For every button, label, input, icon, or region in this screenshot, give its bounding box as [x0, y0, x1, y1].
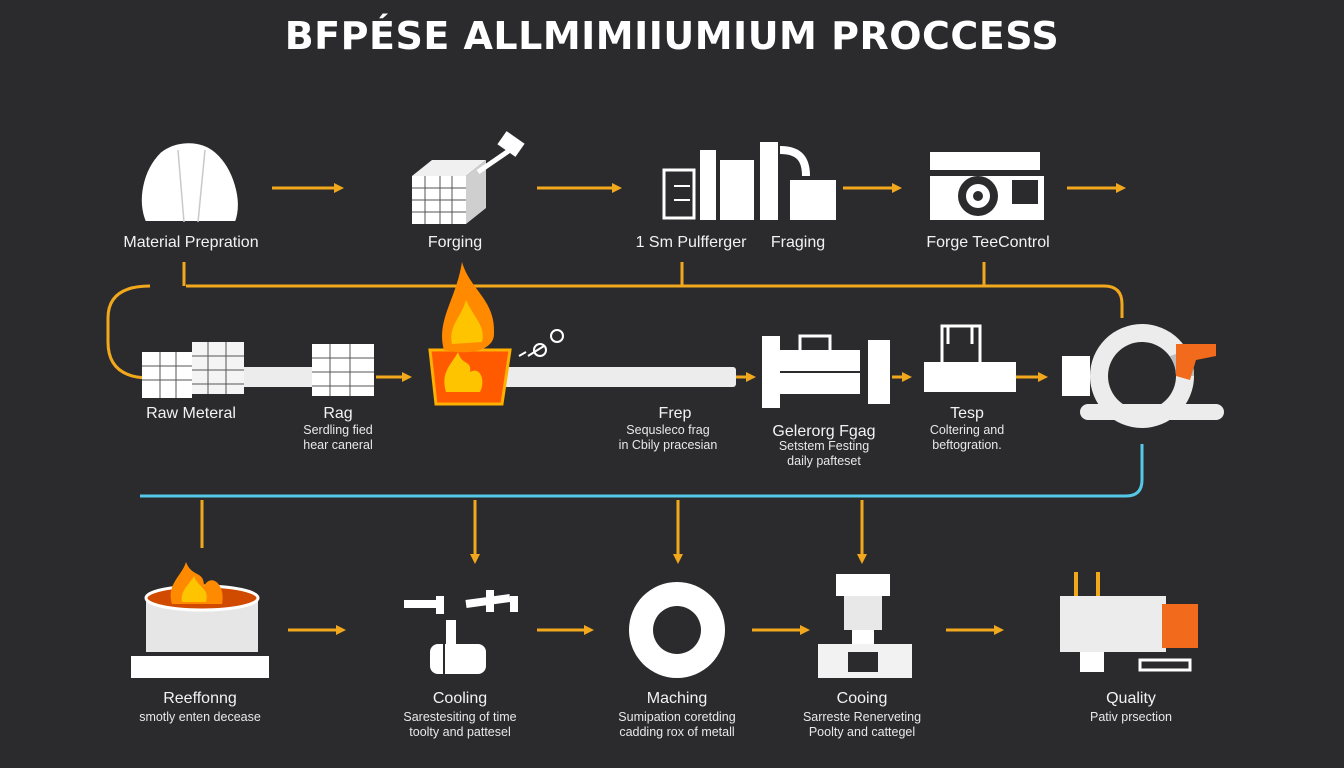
- step-frep-label: Frep: [658, 405, 692, 422]
- reheating-pot-icon: [131, 562, 269, 678]
- step-frep-description: Sequsleco frag in Cbily pracesian: [618, 423, 718, 452]
- page-title: BFPÉSE ALLMIMIIUMIUM PROCCESS: [284, 14, 1060, 58]
- step-tesp-description: Coltering and beftogration.: [929, 423, 1005, 452]
- quality-loop-line: [140, 444, 1144, 498]
- raw-material-blocks-icon: [142, 342, 244, 398]
- step-quality-description: Pativ prsection: [1090, 710, 1172, 724]
- step-fraging-label: Fraging: [770, 234, 826, 251]
- step-quality-label: Quality: [1106, 690, 1156, 707]
- step-pulfferger-label: 1 Sm Pulfferger: [635, 234, 747, 251]
- step-rag-label: Rag: [323, 405, 353, 422]
- machined-ring-icon: [629, 582, 725, 678]
- step-cooling-description: Sarestesiting of time toolty and pattese…: [403, 710, 517, 739]
- step-material-preparation-label: Material Prepration: [123, 234, 259, 251]
- cooling-pipes-icon: [404, 590, 518, 674]
- step-raw-material-label: Raw Meteral: [146, 405, 236, 422]
- step-gelerorg-description: Setstem Festing daily pafteset: [778, 439, 870, 468]
- tong-icon: [518, 329, 564, 357]
- step-forging-label: Forging: [427, 234, 483, 251]
- rock-icon: [139, 141, 240, 223]
- rag-block-icon: [312, 344, 374, 396]
- step-tesp-label: Tesp: [950, 405, 984, 422]
- step-reheating-label: Reeffonng: [163, 690, 237, 707]
- row2-bar-1: [240, 367, 318, 387]
- press-machine-icon: [662, 142, 836, 220]
- step-cooing-description: Sarreste Renerveting Poolty and cattegel: [802, 710, 922, 739]
- step-gelerorg-label: Gelerorg Fgag: [772, 423, 876, 440]
- row2-bar-2: [500, 367, 736, 387]
- step-cooling-label: Cooling: [432, 690, 488, 707]
- step-machining-label: Maching: [646, 690, 708, 707]
- forge-control-icon: [930, 152, 1044, 220]
- anvil-block-icon: [412, 131, 525, 224]
- step-forge-control-label: Forge TeeControl: [926, 234, 1050, 251]
- furnace-flame-icon: [428, 262, 512, 406]
- ring-gauge-icon: [1062, 324, 1224, 428]
- forge-loop-line: [106, 262, 1124, 380]
- step-cooing-label: Cooing: [836, 690, 888, 707]
- press-station-icon: [818, 574, 912, 678]
- forging-press-icon: [762, 334, 890, 408]
- step-rag-description: Serdling fied hear caneral: [303, 423, 373, 452]
- step-machining-description: Sumipation coretding cadding rox of meta…: [618, 710, 736, 739]
- test-rig-icon: [924, 324, 1016, 392]
- quality-machine-icon: [1060, 572, 1198, 672]
- step-reheating-description: smotly enten decease: [139, 710, 261, 724]
